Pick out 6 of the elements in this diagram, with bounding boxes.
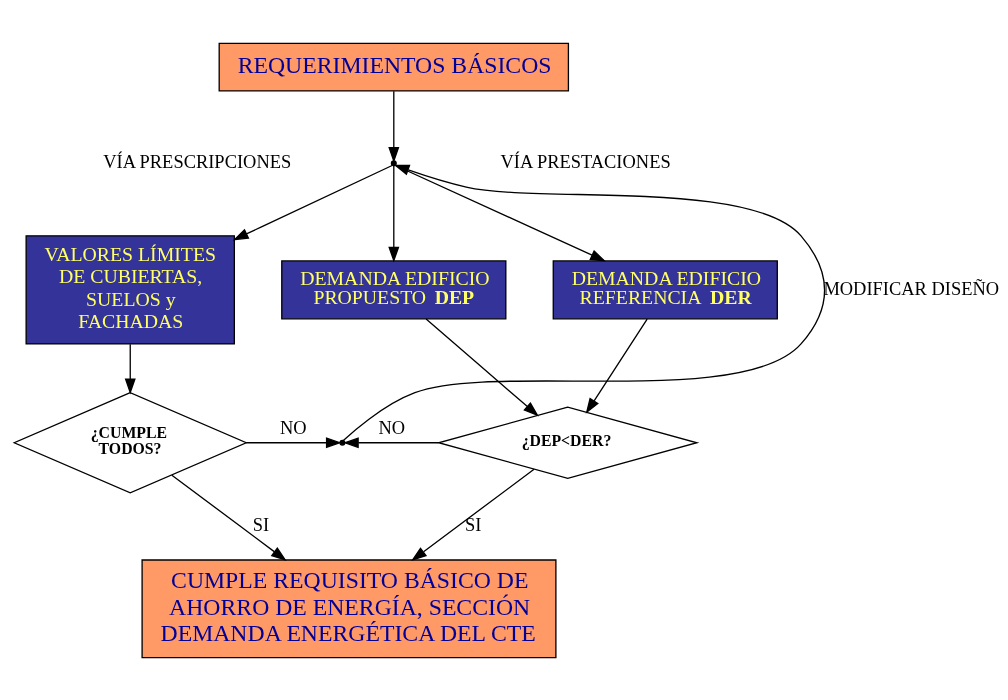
edge-label: SI [464, 514, 481, 535]
edge-label: NO [279, 417, 307, 438]
label: VÍA PRESTACIONES [500, 151, 671, 172]
edge-label: SI [252, 514, 269, 535]
edge-label: NO [378, 417, 405, 438]
label: VÍA PRESCRIPCIONES [102, 151, 291, 172]
